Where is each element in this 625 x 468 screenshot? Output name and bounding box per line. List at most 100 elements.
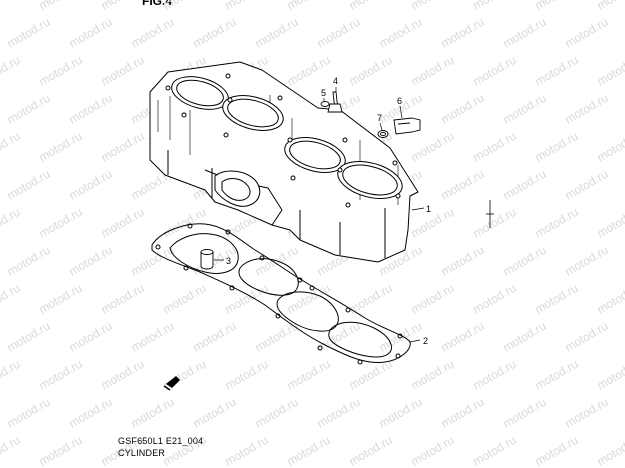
watermark-text: motod.ru [37,129,85,165]
watermark-text: motod.ru [5,243,53,279]
callout-6: 6 [397,96,402,106]
watermark-text: motod.ru [67,243,115,279]
diagram-code: GSF650L1 E21_004 [118,436,204,446]
watermark-text: motod.ru [533,281,581,317]
watermark-text: motod.ru [595,0,625,13]
watermark-text: motod.ru [191,395,239,431]
leader-lines [214,87,425,343]
washer-part [377,130,389,138]
watermark-text: motod.ru [563,319,611,355]
callout-4: 4 [333,76,338,86]
watermark-text: motod.ru [223,357,271,393]
watermark-text: motod.ru [161,0,209,13]
watermark-text: motod.ru [471,433,519,468]
watermark-text: motod.ru [347,53,395,89]
watermark-text: motod.ru [501,91,549,127]
watermark-text: motod.ru [37,281,85,317]
watermark-text: motod.ru [99,129,147,165]
watermark-text: motod.ru [5,91,53,127]
callout-1: 1 [426,204,431,214]
watermark-text: motod.ru [595,357,625,393]
watermark-text: motod.ru [285,0,333,13]
watermark-text: motod.ru [471,357,519,393]
watermark-text: motod.ru [37,433,85,468]
watermark-text: motod.ru [439,91,487,127]
watermark-text: motod.ru [37,0,85,13]
watermark-text: motod.ru [99,53,147,89]
watermark-text: motod.ru [409,0,457,13]
watermark-text: motod.ru [595,53,625,89]
watermark-text: motod.ru [563,167,611,203]
watermark-text: motod.ru [501,15,549,51]
cylinder-block-part [149,61,419,263]
watermark-text: motod.ru [5,167,53,203]
watermark-text: motod.ru [99,281,147,317]
watermark-text: motod.ru [37,53,85,89]
watermark-text: motod.ru [439,395,487,431]
watermark-text: motod.ru [471,281,519,317]
watermark-text: motod.ru [99,0,147,13]
watermark-text: motod.ru [0,205,23,241]
watermark-text: motod.ru [99,357,147,393]
watermark-text: motod.ru [253,319,301,355]
watermark-text: motod.ru [563,91,611,127]
watermark-text: motod.ru [129,395,177,431]
watermark-text: motod.ru [595,205,625,241]
watermark-text: motod.ru [37,357,85,393]
watermark-text: motod.ru [501,395,549,431]
watermark-text: motod.ru [471,129,519,165]
watermark-text: motod.ru [285,357,333,393]
callout-5: 5 [321,88,326,98]
watermark-text: motod.ru [377,395,425,431]
watermark-text: motod.ru [285,433,333,468]
watermark-text: motod.ru [409,129,457,165]
watermark-text: motod.ru [129,319,177,355]
watermark-text: motod.ru [67,319,115,355]
watermark-text: motod.ru [0,53,23,89]
o-ring-part [320,101,330,107]
watermark-text: motod.ru [347,433,395,468]
watermark-text: motod.ru [595,281,625,317]
watermark-text: motod.ru [439,319,487,355]
watermark-text: motod.ru [223,433,271,468]
watermark-text: motod.ru [161,205,209,241]
watermark-text: motod.ru [0,0,23,13]
watermark-text: motod.ru [501,167,549,203]
sensor-part [393,117,421,135]
callout-2: 2 [423,336,428,346]
watermark-text: motod.ru [0,357,23,393]
watermark-text: motod.ru [471,205,519,241]
watermark-text: motod.ru [315,395,363,431]
watermark-text: motod.ru [377,319,425,355]
watermark-text: motod.ru [5,395,53,431]
watermark-text: motod.ru [67,395,115,431]
callout-labels: 1 2 3 4 5 6 7 [226,76,431,346]
watermark-text: motod.ru [439,243,487,279]
callout-7: 7 [377,113,382,123]
watermark-text: motod.ru [439,167,487,203]
watermark-text: motod.ru [67,91,115,127]
edge-marker [486,200,494,228]
watermark-text: motod.ru [533,205,581,241]
watermark-text: motod.ru [533,357,581,393]
watermark-text: motod.ru [409,357,457,393]
watermark-text: motod.ru [0,281,23,317]
watermark-text: motod.ru [347,0,395,13]
base-gasket-part [151,223,411,365]
watermark-text: motod.ru [409,205,457,241]
watermark-text: motod.ru [191,319,239,355]
watermark-text: motod.ru [0,129,23,165]
watermark-text: motod.ru [533,433,581,468]
watermark-text: motod.ru [439,15,487,51]
watermark-text: motod.ru [409,53,457,89]
stud-bolt-part [327,91,343,113]
watermark-text: motod.ru [0,433,23,468]
watermark-text: motod.ru [99,205,147,241]
watermark-text: motod.ru [161,357,209,393]
watermark-text: motod.ru [533,0,581,13]
watermark-text: motod.ru [409,281,457,317]
watermark-text: motod.ru [67,167,115,203]
watermark-text: motod.ru [5,319,53,355]
front-arrow-icon [163,376,180,391]
